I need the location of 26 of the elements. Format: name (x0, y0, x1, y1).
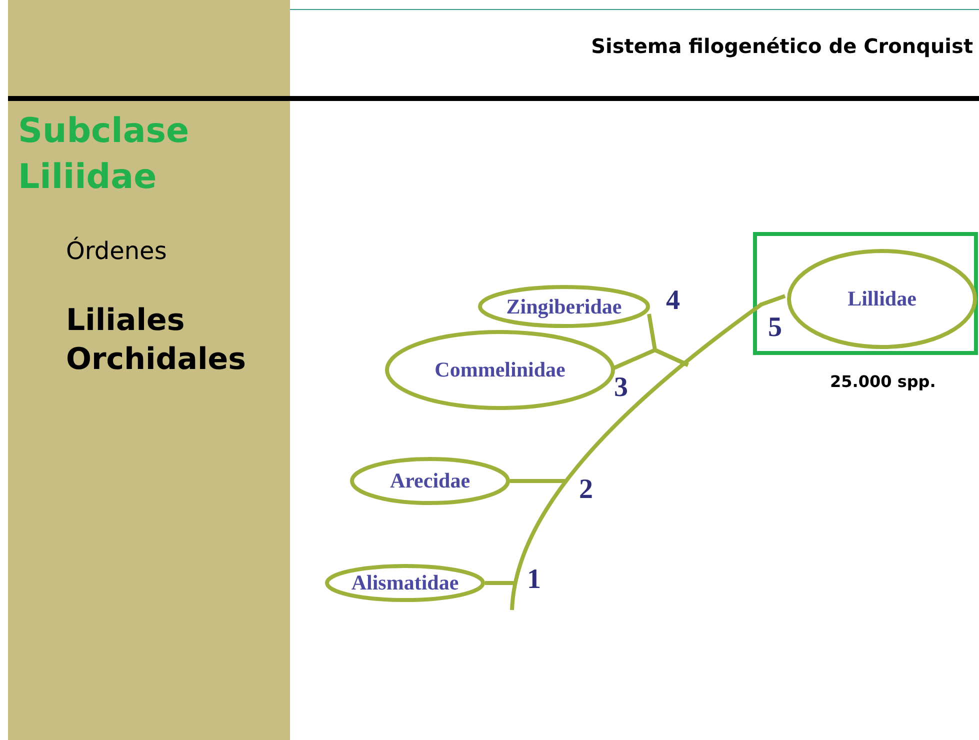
species-count: 25.000 spp. (830, 372, 936, 391)
branch-line (485, 581, 514, 585)
section-label: Órdenes (66, 237, 167, 265)
highlight-frame (753, 232, 978, 355)
branch-number: 1 (527, 564, 541, 596)
branch-line (759, 294, 786, 307)
branch-line (613, 348, 689, 370)
branch-number: 5 (768, 312, 782, 344)
branch-number: 4 (666, 285, 680, 317)
clade-name: Alismatidae (350, 570, 460, 596)
order-name: Liliales (66, 303, 185, 338)
clade-name: Arecidae (388, 468, 472, 494)
branch-number: 3 (614, 372, 628, 404)
branch-line (510, 479, 567, 483)
clade-ellipse (787, 249, 977, 349)
clade-name: Zingiberidae (505, 294, 623, 319)
slide-title: Sistema filogenético de Cronquist (591, 34, 973, 58)
clade-name: Lillidae (846, 286, 918, 312)
order-name: Orchidales (66, 342, 246, 377)
clade-ellipse (325, 564, 485, 602)
branch-number: 2 (579, 474, 593, 506)
clade-ellipse (478, 285, 650, 328)
clade-ellipse (385, 330, 615, 410)
clade-ellipse (350, 457, 510, 505)
subclass-heading: Subclase Liliidae (18, 110, 190, 199)
clade-name: Commelinidae (434, 358, 566, 382)
